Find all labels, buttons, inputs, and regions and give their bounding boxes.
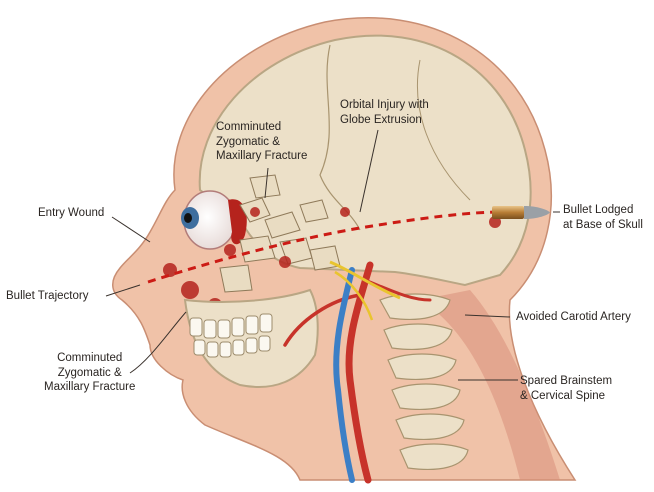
label-bullet-lodged-line2: at Base of Skull <box>563 218 643 233</box>
label-fracture-lower-line3: Maxillary Fracture <box>44 380 135 395</box>
label-fracture-upper-line2: Zygomatic & <box>216 135 307 150</box>
label-fracture-upper-line1: Comminuted <box>216 120 307 135</box>
label-spine: Spared Brainstem & Cervical Spine <box>520 374 612 403</box>
label-spine-line1: Spared Brainstem <box>520 374 612 389</box>
label-orbital-line2: Globe Extrusion <box>340 113 429 128</box>
label-bullet-lodged-line1: Bullet Lodged <box>563 203 643 218</box>
label-entry-wound: Entry Wound <box>38 206 104 221</box>
label-fracture-lower-line1: Comminuted <box>44 351 135 366</box>
label-carotid: Avoided Carotid Artery <box>516 310 631 325</box>
label-fracture-upper: Comminuted Zygomatic & Maxillary Fractur… <box>216 120 307 164</box>
label-orbital-injury: Orbital Injury with Globe Extrusion <box>340 98 429 127</box>
label-orbital-line1: Orbital Injury with <box>340 98 429 113</box>
label-fracture-lower: Comminuted Zygomatic & Maxillary Fractur… <box>44 351 135 395</box>
label-bullet-lodged: Bullet Lodged at Base of Skull <box>563 203 643 232</box>
label-fracture-lower-line2: Zygomatic & <box>44 366 135 381</box>
label-fracture-upper-line3: Maxillary Fracture <box>216 149 307 164</box>
label-spine-line2: & Cervical Spine <box>520 389 612 404</box>
pupil <box>184 213 192 223</box>
label-bullet-trajectory: Bullet Trajectory <box>6 289 88 304</box>
